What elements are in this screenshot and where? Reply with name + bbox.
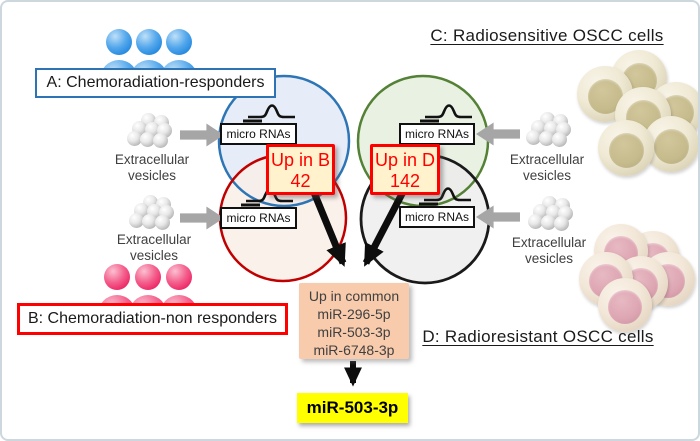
vesicle-cluster-icon: [129, 195, 175, 232]
arrow-up-in-b-to-common: [309, 188, 347, 267]
vesicle-cluster-icon: [526, 112, 572, 149]
micro-rnas-box: micro RNAs: [220, 123, 297, 145]
vesicle-cluster-icon: [528, 196, 574, 233]
common-mirna-item: miR-6748-3p: [313, 342, 395, 358]
right-arrow-icon: [180, 206, 224, 230]
up-in-common-title: Up in common: [308, 288, 400, 304]
mirna-peak-icon: [243, 104, 295, 123]
up-in-b-box: Up in B 42: [266, 144, 335, 195]
group-a-label: A: Chemoradiation-responders: [35, 68, 276, 98]
oscc-cell-icon: [598, 278, 652, 332]
right-arrow-icon: [180, 123, 224, 147]
group-b-label: B: Chemoradiation-non responders: [17, 303, 288, 335]
common-mirna-item: miR-296-5p: [317, 306, 391, 322]
group-c-label: C: Radiosensitive OSCC cells: [430, 26, 664, 45]
up-in-d-box: Up in D 142: [370, 144, 440, 195]
mirna-peak-icon: [420, 104, 472, 123]
micro-rnas-box: micro RNAs: [220, 207, 297, 229]
common-mirna-item: miR-503-3p: [317, 324, 391, 340]
final-result-box: miR-503-3p: [297, 393, 408, 423]
up-in-common-box: Up in common miR-296-5p miR-503-3p miR-6…: [299, 283, 409, 359]
vesicle-cluster-icon: [127, 113, 173, 150]
left-arrow-icon: [476, 204, 520, 230]
oscc-cell-icon: [598, 120, 654, 176]
group-d-label: D: Radioresistant OSCC cells: [422, 327, 654, 346]
micro-rnas-box: micro RNAs: [399, 206, 475, 228]
left-arrow-icon: [476, 121, 520, 147]
micro-rnas-box: micro RNAs: [399, 123, 475, 145]
